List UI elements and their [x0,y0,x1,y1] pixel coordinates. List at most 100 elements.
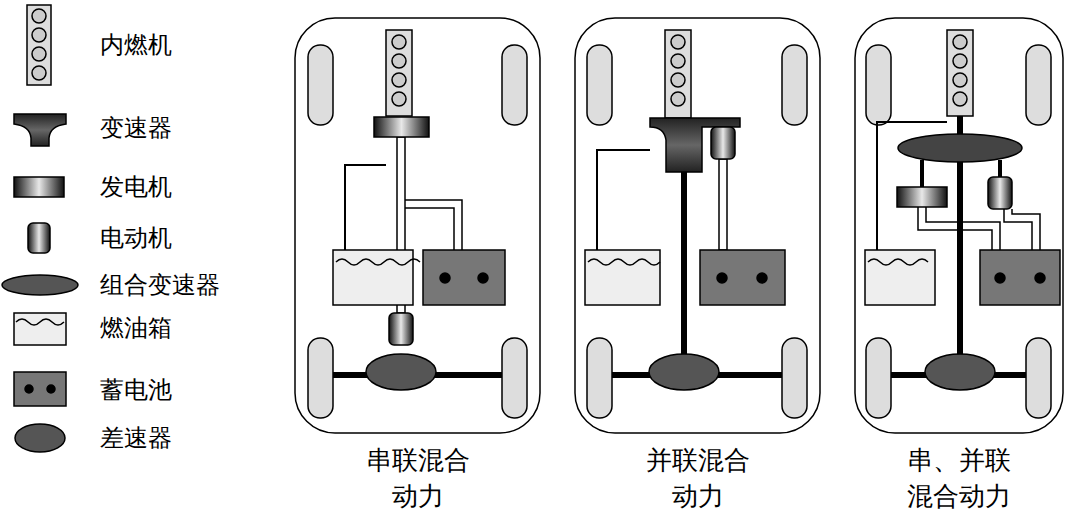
engine [953,92,967,106]
legend-label: 燃油箱 [100,314,172,342]
engine [665,30,691,118]
differential-icon [15,424,65,452]
engine [953,35,967,49]
differential [366,354,436,390]
shaft [920,160,924,187]
legend-label: 发电机 [100,173,172,201]
vehicle-layout: 并联混合 动力 [575,18,820,516]
battery-icon [14,372,66,406]
cable [719,159,727,250]
fuel-wave [868,259,928,265]
cable [918,207,1000,250]
legend-label: 蓄电池 [100,376,172,404]
motor-icon [28,223,50,253]
battery-icon [47,385,55,393]
generator [374,117,429,137]
fuel-tank-icon [14,313,66,345]
caption: 串、并联 混合动力 [894,442,1024,514]
fuel-wave [336,259,420,265]
engine [386,30,412,116]
battery-terminal [440,273,450,283]
generator-icon [14,177,64,197]
caption: 并联混合 动力 [633,442,763,514]
battery-terminal [1035,273,1045,283]
generator-icon [14,177,64,197]
engine-icon [32,28,46,42]
legend-label: 电动机 [100,224,172,252]
vehicle-layout: 串联混合 动力 [295,18,540,516]
battery [700,250,785,305]
engine [671,35,685,49]
fuel-tank-icon [14,313,66,345]
wheel [502,338,527,418]
fuel-tank-icon [16,319,64,325]
drive-shaft [681,172,687,360]
cable [405,200,462,250]
battery [980,250,1060,305]
combined-transmission-icon [2,275,78,295]
battery-terminal [995,273,1005,283]
wheel [502,45,527,125]
transmission-icon [14,114,66,146]
engine-icon [32,47,46,61]
generator [897,187,947,207]
wheel [587,45,807,418]
battery-terminal [717,273,727,283]
wheel [308,45,527,418]
wheel [866,338,891,418]
shaft [998,160,1002,177]
engine [665,30,691,118]
fuel-wave [588,259,660,265]
wheel [782,338,807,418]
engine [953,73,967,87]
cable [1004,209,1040,250]
car-body [855,18,1063,433]
legend-label: 变速器 [100,114,172,142]
fuel-tank [585,250,660,305]
fuel-tank [333,250,413,305]
fuel-line [597,150,650,250]
legend-label: 差速器 [100,424,172,452]
engine-icon [27,5,51,85]
motor [389,313,413,345]
wheel [587,45,612,125]
battery-terminal [757,273,767,283]
engine-icon [32,9,46,23]
engine [386,30,412,116]
legend-label: 内燃机 [100,31,172,59]
car-series [295,18,540,433]
engine [947,30,973,116]
battery [423,250,505,305]
fuel-line [345,165,386,250]
differential [925,354,995,390]
vehicle-layout: 串、并联 混合动力 [855,18,1063,516]
engine [671,92,685,106]
combined-transmission [898,134,1022,162]
wheel [866,45,891,125]
wheel [587,338,612,418]
engine [392,92,406,106]
wheel [308,45,333,125]
motor [988,177,1012,209]
car-body [295,18,540,433]
wheel [308,338,333,418]
battery-icon [25,385,33,393]
differential-icon [15,424,65,452]
combined-transmission-icon [2,275,78,295]
wheel [1026,338,1051,418]
transmission-icon [14,114,66,146]
wheel [866,45,1051,418]
differential [649,354,719,390]
legend-label: 组合变速器 [100,271,220,299]
battery-terminal [478,273,488,283]
engine [671,73,685,87]
car-parallel [575,18,820,433]
engine [392,54,406,68]
motor-icon [28,223,50,253]
battery-icon [14,372,66,406]
engine [671,54,685,68]
engine [392,35,406,49]
car-series-parallel [855,18,1063,433]
engine [392,73,406,87]
engine [947,30,973,116]
